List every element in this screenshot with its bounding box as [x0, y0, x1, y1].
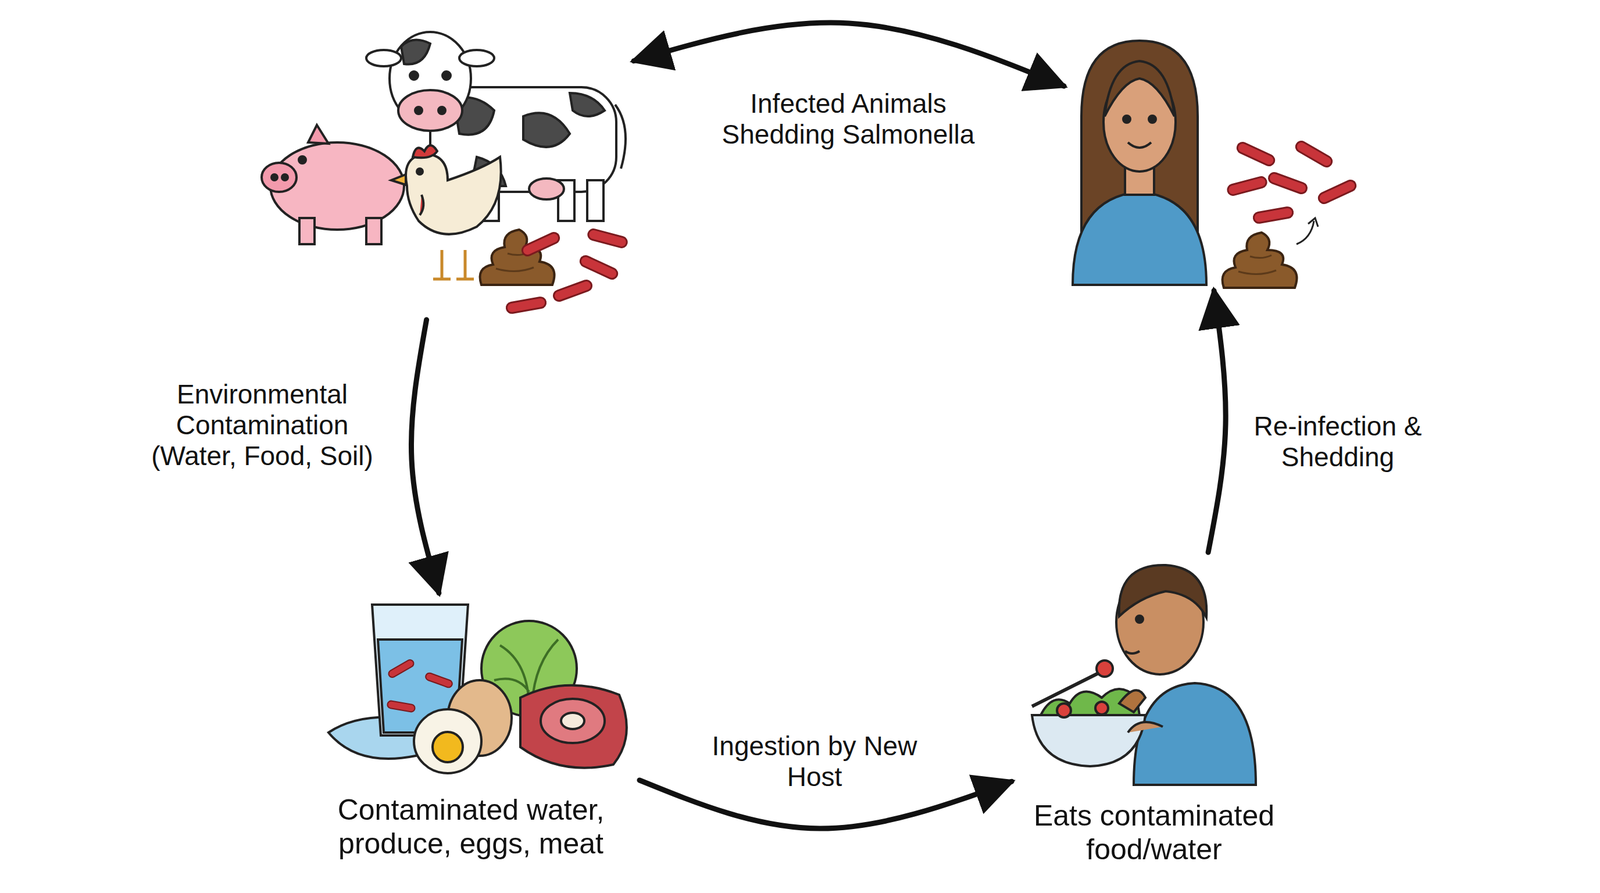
infected-human [1063, 34, 1361, 291]
flow-arrow [1208, 290, 1226, 553]
edge-label: Re-infection & Shedding [1244, 409, 1432, 474]
contaminated-food [328, 604, 627, 774]
flow-arrow [633, 22, 1064, 87]
flow-arrow [411, 319, 439, 594]
node-caption: Contaminated water, produce, eggs, meat [302, 793, 640, 861]
edge-label: Ingestion by New Host [700, 729, 929, 794]
animal-source [250, 11, 634, 320]
farm-animals [261, 31, 626, 280]
node-caption: Eats contaminated food/water [1011, 799, 1297, 867]
edge-label: Infected Animals Shedding Salmonella [687, 87, 1009, 152]
infected-person [1072, 40, 1207, 285]
shedding-arrow [1296, 220, 1314, 245]
contaminated-food: Contaminated water, produce, eggs, meat [302, 593, 640, 861]
edge-label: Environmental Contamination (Water, Food… [133, 377, 391, 473]
new-host: Eats contaminated food/water [1011, 552, 1297, 867]
new-host-eating [1031, 565, 1256, 785]
